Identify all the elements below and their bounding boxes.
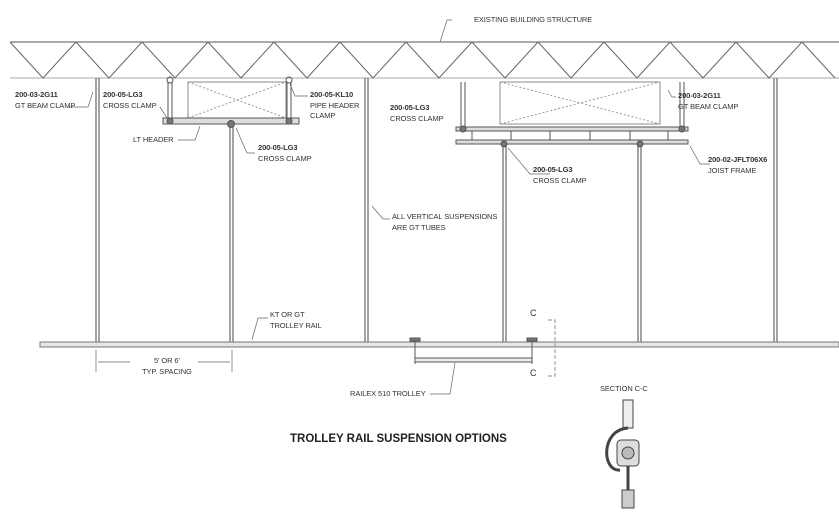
label-existing-building: EXISTING BUILDING STRUCTURE [474, 15, 593, 24]
joist-frame-assembly [455, 81, 689, 148]
part-name: GT BEAM CLAMP [15, 100, 76, 110]
note-line: KT OR GT [270, 310, 305, 319]
trolley [409, 337, 538, 364]
leaders [68, 19, 710, 395]
diagram-title: TROLLEY RAIL SUSPENSION OPTIONS [290, 433, 507, 445]
note-line: ARE GT TUBES [392, 222, 446, 232]
part-name: CLAMP [310, 111, 336, 120]
section-c-c-detail [605, 399, 640, 509]
part-code: 200-05-LG3 [258, 143, 298, 152]
part-code: 200-05-KL10 [310, 90, 354, 99]
note-line: 5' OR 6' [153, 356, 180, 365]
part-name: GT BEAM CLAMP [678, 101, 739, 111]
building-truss [9, 41, 839, 79]
section-mark-top: C [530, 308, 537, 318]
section-mark-bottom: C [530, 368, 537, 378]
part-code: 200-05-LG3 [533, 165, 573, 174]
lt-header-assembly [162, 76, 300, 128]
part-name: CROSS CLAMP [533, 175, 587, 185]
part-name: PIPE HEADER [310, 100, 360, 110]
label-spacing: 5' OR 6'TYP. SPACING [142, 356, 192, 377]
label-lt-header: LT HEADER [133, 135, 174, 144]
part-code: 200-05-LG3 [390, 103, 430, 112]
vertical-suspensions [95, 78, 778, 345]
part-code: 200-03-2G11 [15, 90, 58, 99]
label-section-c-c: SECTION C-C [600, 384, 648, 393]
part-code: 200-05-LG3 [103, 90, 143, 99]
trolley-rail [39, 341, 839, 348]
part-code: 200-03-2G11 [678, 91, 721, 100]
note-line: TYP. SPACING [142, 366, 192, 376]
part-code: 200-02-JFLT06X6 [708, 155, 768, 164]
part-name: JOIST FRAME [708, 165, 757, 175]
part-name: CROSS CLAMP [103, 100, 157, 110]
note-line: ALL VERTICAL SUSPENSIONS [392, 212, 498, 221]
label-trolley: RAILEX 510 TROLLEY [350, 389, 426, 398]
part-name: CROSS CLAMP [390, 113, 444, 123]
note-line: TROLLEY RAIL [270, 320, 322, 330]
part-name: CROSS CLAMP [258, 153, 312, 163]
